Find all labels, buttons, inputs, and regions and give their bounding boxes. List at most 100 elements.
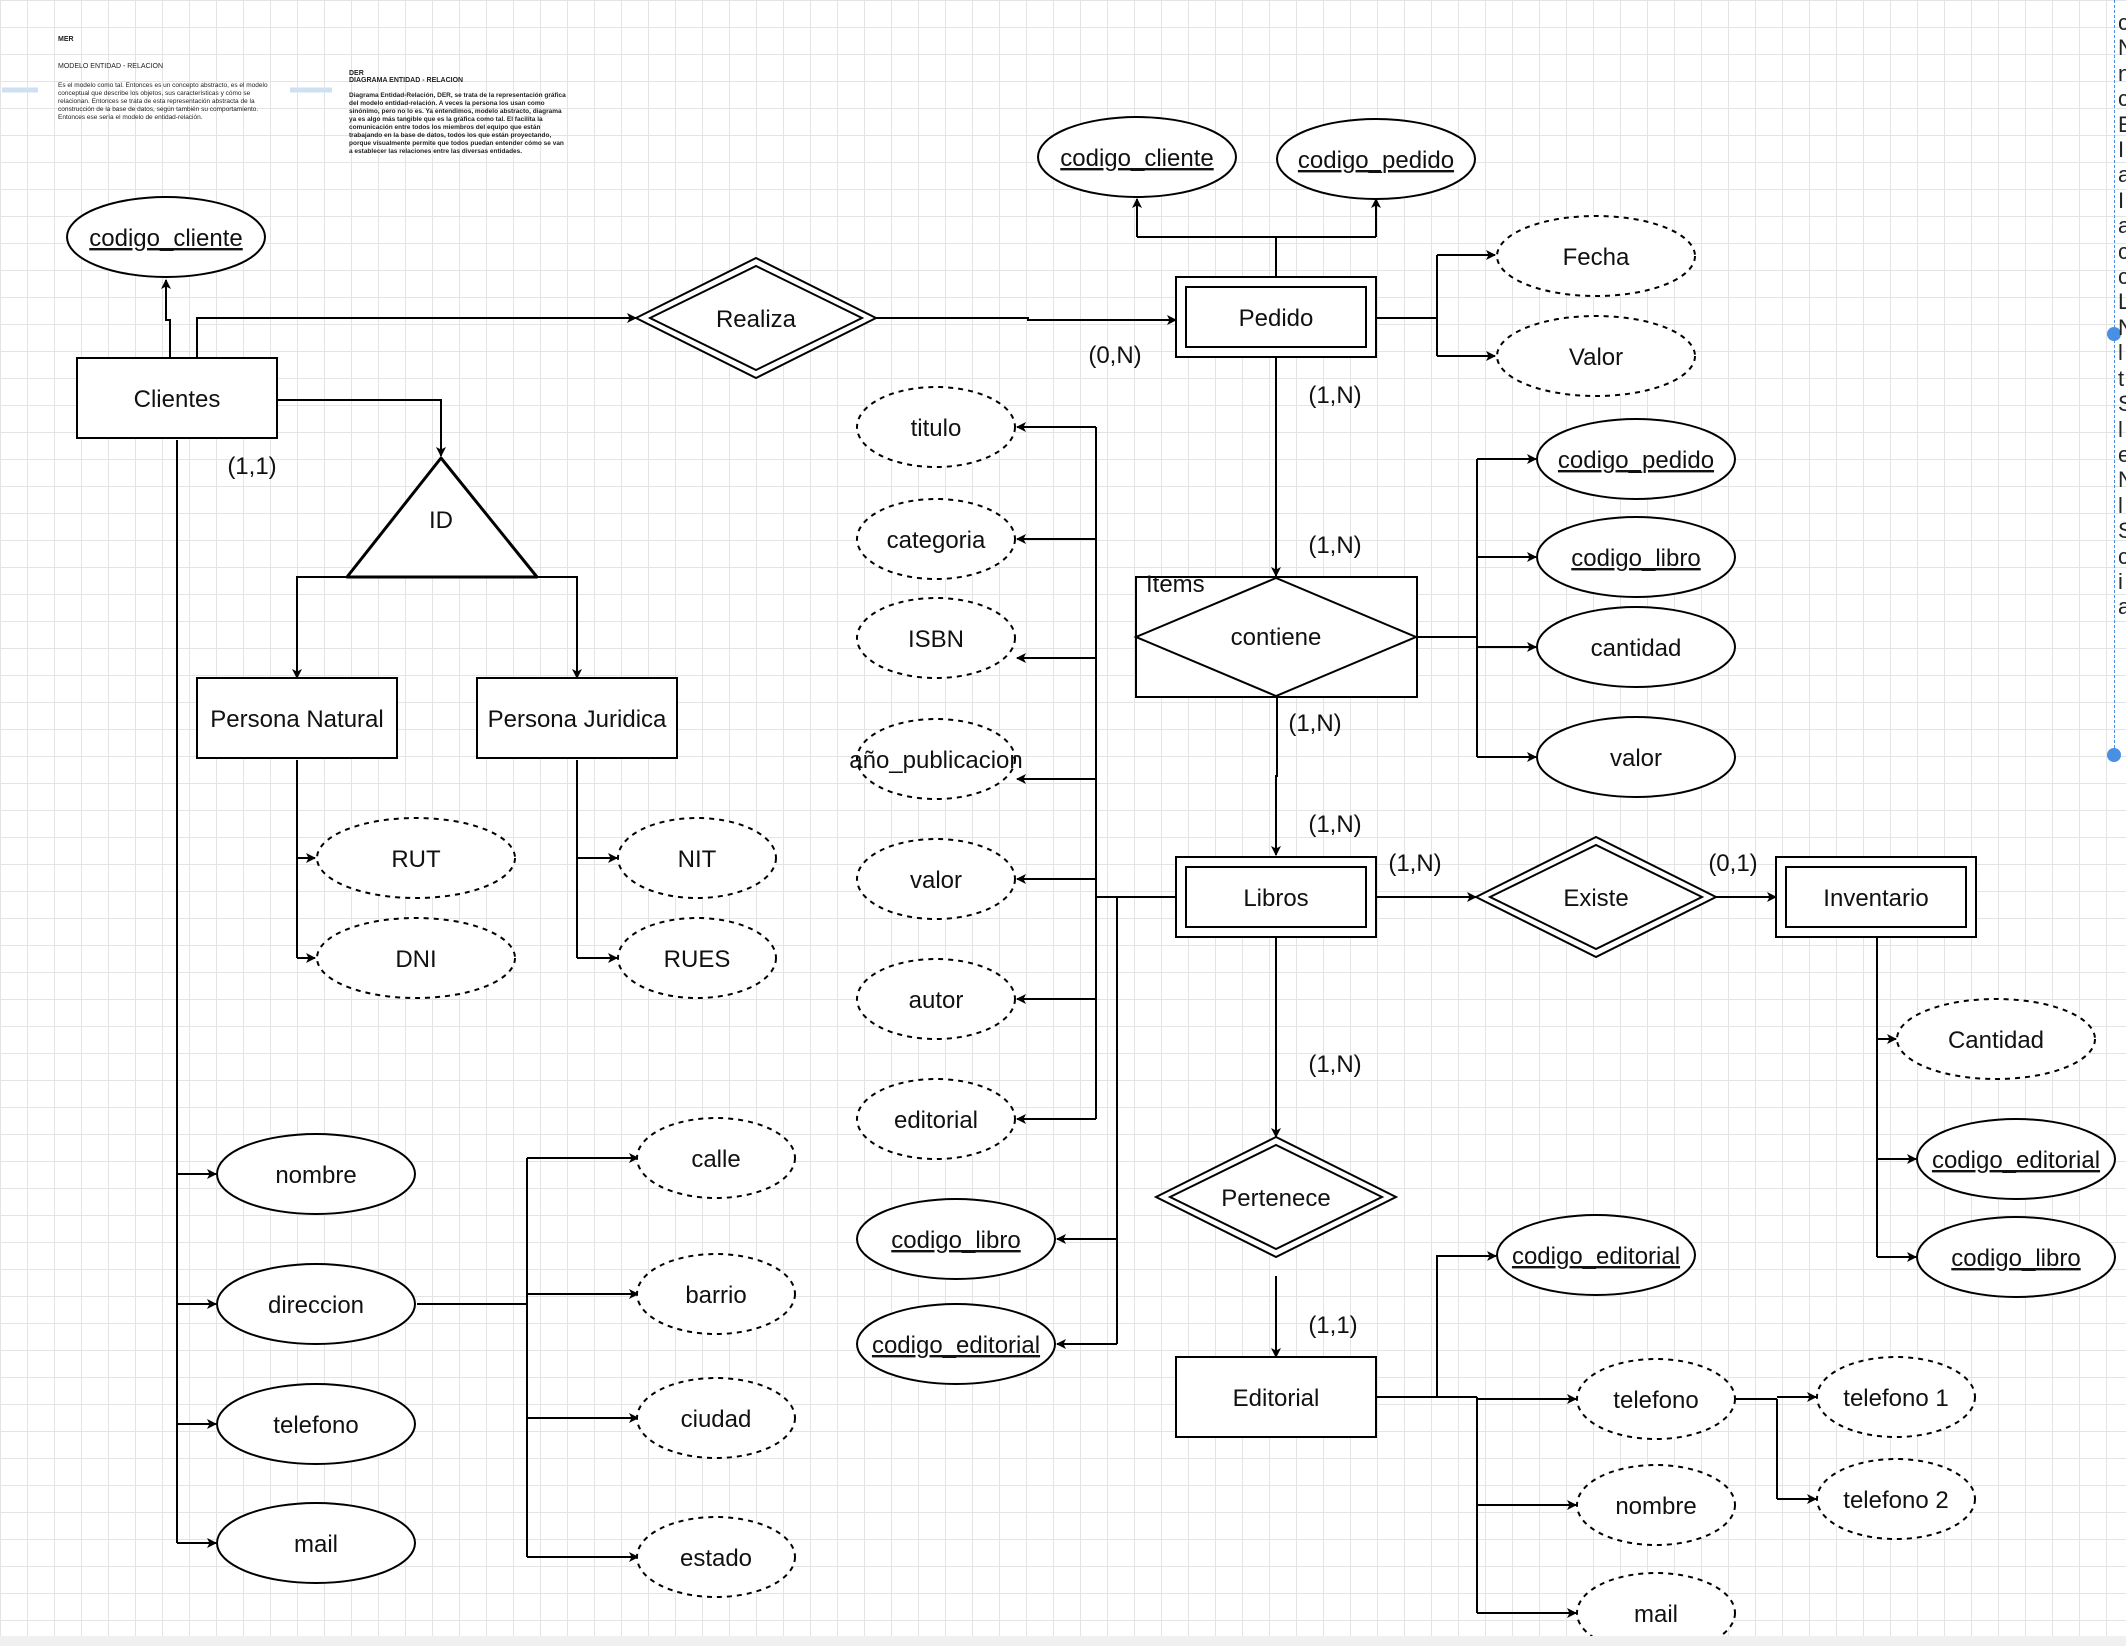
attr-pedido-fecha-label: Fecha [1563,244,1630,271]
attr-libro-isbn[interactable]: ISBN [856,597,1016,679]
attr-libro-categoria[interactable]: categoria [856,498,1016,580]
entity-clientes[interactable]: Clientes [76,357,278,439]
attr-items-cantidad-label: cantidad [1591,635,1682,662]
attr-estado[interactable]: estado [636,1516,796,1598]
attr-inv-cantidad[interactable]: Cantidad [1896,998,2096,1080]
selection-handle-bottom[interactable] [2107,748,2121,762]
attr-clientes-mail-label: mail [294,1531,338,1558]
entity-libros[interactable]: Libros [1175,856,1377,938]
horizontal-scrollbar[interactable] [0,1636,2126,1646]
card-pedido-realiza: (0,N) [1088,342,1141,369]
attr-ed-mail-label: mail [1634,1601,1678,1628]
card-pedido-items: (1,N) [1308,382,1361,409]
attr-libro-titulo[interactable]: titulo [856,386,1016,468]
attr-clientes-telefono[interactable]: telefono [216,1383,416,1465]
attr-ed-codigo-editorial[interactable]: codigo_editorial [1496,1214,1696,1296]
entity-pedido[interactable]: Pedido [1175,276,1377,358]
link-realiza-pedido [876,315,1177,325]
attr-items-codigo-pedido-label: codigo_pedido [1558,447,1714,474]
attr-clientes-direccion[interactable]: direccion [216,1263,416,1345]
card-libros-top: (1,N) [1308,811,1361,838]
attr-calle[interactable]: calle [636,1117,796,1199]
side-panel-glyph: c [2118,543,2126,569]
attr-pedido-fecha[interactable]: Fecha [1496,215,1696,297]
attr-libro-valor[interactable]: valor [856,838,1016,920]
attr-libro-categoria-label: categoria [887,527,986,554]
attr-rut[interactable]: RUT [316,817,516,899]
side-panel-glyph: N [2118,35,2126,61]
attr-ed-telefono[interactable]: telefono [1576,1358,1736,1440]
side-panel-glyph: S [2118,391,2126,417]
attr-rut-label: RUT [391,846,441,873]
entity-persona-juridica[interactable]: Persona Juridica [476,677,678,759]
side-panel-glyph: a [2118,213,2126,239]
attr-barrio[interactable]: barrio [636,1253,796,1335]
side-panel-glyph: n [2118,60,2126,86]
attr-items-codigo-libro[interactable]: codigo_libro [1536,516,1736,598]
attr-items-cantidad[interactable]: cantidad [1536,606,1736,688]
card-inventario: (0,1) [1708,850,1757,877]
attr-libro-titulo-label: titulo [911,415,962,442]
attr-pedido-codigo-cliente[interactable]: codigo_cliente [1037,116,1237,198]
side-panel-glyph: l [2118,340,2123,366]
side-panel-glyph: L [2118,289,2126,315]
attr-libro-codigo-libro[interactable]: codigo_libro [856,1198,1056,1280]
card-libros-pertenece: (1,N) [1308,1051,1361,1078]
relation-existe[interactable]: Existe [1473,835,1719,959]
connectors [161,198,1917,1618]
side-panel-glyph: a [2118,162,2126,188]
attr-items-valor-label: valor [1610,745,1662,772]
attr-dni[interactable]: DNI [316,917,516,999]
attr-libro-anio-publicacion[interactable]: año_publicacion [849,718,1023,800]
attr-libro-codigo-editorial-label: codigo_editorial [872,1332,1040,1359]
card-clientes: (1,1) [227,453,276,480]
attr-rues[interactable]: RUES [617,917,777,999]
card-editorial: (1,1) [1308,1312,1357,1339]
attr-ciudad[interactable]: ciudad [636,1377,796,1459]
der-title: DIAGRAMA ENTIDAD - RELACION [349,77,464,84]
attr-clientes-mail[interactable]: mail [216,1502,416,1584]
attr-barrio-label: barrio [685,1282,746,1309]
attr-ed-mail[interactable]: mail [1576,1572,1736,1646]
attr-inv-cantidad-label: Cantidad [1948,1027,2044,1054]
side-panel-glyph: l [2118,416,2123,442]
side-panel-glyph: l [2118,492,2123,518]
attr-inv-codigo-editorial[interactable]: codigo_editorial [1916,1118,2116,1200]
selection-handle-top[interactable] [2107,327,2121,341]
attr-ciudad-label: ciudad [681,1406,752,1433]
attr-libro-codigo-editorial[interactable]: codigo_editorial [856,1303,1056,1385]
link-items-libros [1271,697,1281,856]
side-panel-glyph: a [2118,594,2126,620]
entity-inventario[interactable]: Inventario [1775,856,1977,938]
attr-telefono-1[interactable]: telefono 1 [1816,1356,1976,1438]
attr-clientes-codigo-cliente-label: codigo_cliente [89,225,242,252]
card-libros-right: (1,N) [1388,850,1441,877]
isa-triangle-id[interactable]: ID [345,456,539,579]
attr-clientes-telefono-label: telefono [273,1412,358,1439]
attr-inv-codigo-libro[interactable]: codigo_libro [1916,1216,2116,1298]
attr-ed-nombre[interactable]: nombre [1576,1464,1736,1546]
relation-pertenece[interactable]: Pertenece [1153,1135,1399,1259]
entity-items[interactable]: Items contiene [1133,571,1419,698]
attr-telefono-2[interactable]: telefono 2 [1816,1458,1976,1540]
side-panel-glyph: t [2118,365,2125,391]
relation-realiza-label: Realiza [716,306,797,333]
entity-persona-natural[interactable]: Persona Natural [196,677,398,759]
attr-items-codigo-pedido[interactable]: codigo_pedido [1536,418,1736,500]
attr-items-valor[interactable]: valor [1536,716,1736,798]
attr-pedido-codigo-pedido[interactable]: codigo_pedido [1276,118,1476,200]
attr-rues-label: RUES [664,946,731,973]
relation-realiza[interactable]: Realiza [633,256,879,380]
entity-editorial[interactable]: Editorial [1175,1356,1377,1438]
attr-libro-editorial[interactable]: editorial [856,1078,1016,1160]
attr-clientes-codigo-cliente[interactable]: codigo_cliente [66,196,266,278]
entity-persona-natural-label: Persona Natural [210,706,383,733]
side-panel-glyph: E [2118,111,2126,137]
attr-nit[interactable]: NIT [617,817,777,899]
side-panel-glyph: c [2118,10,2126,35]
side-panel-glyph: c [2118,238,2126,264]
attr-libro-autor[interactable]: autor [856,958,1016,1040]
attr-clientes-nombre[interactable]: nombre [216,1133,416,1215]
attr-pedido-valor[interactable]: Valor [1496,315,1696,397]
